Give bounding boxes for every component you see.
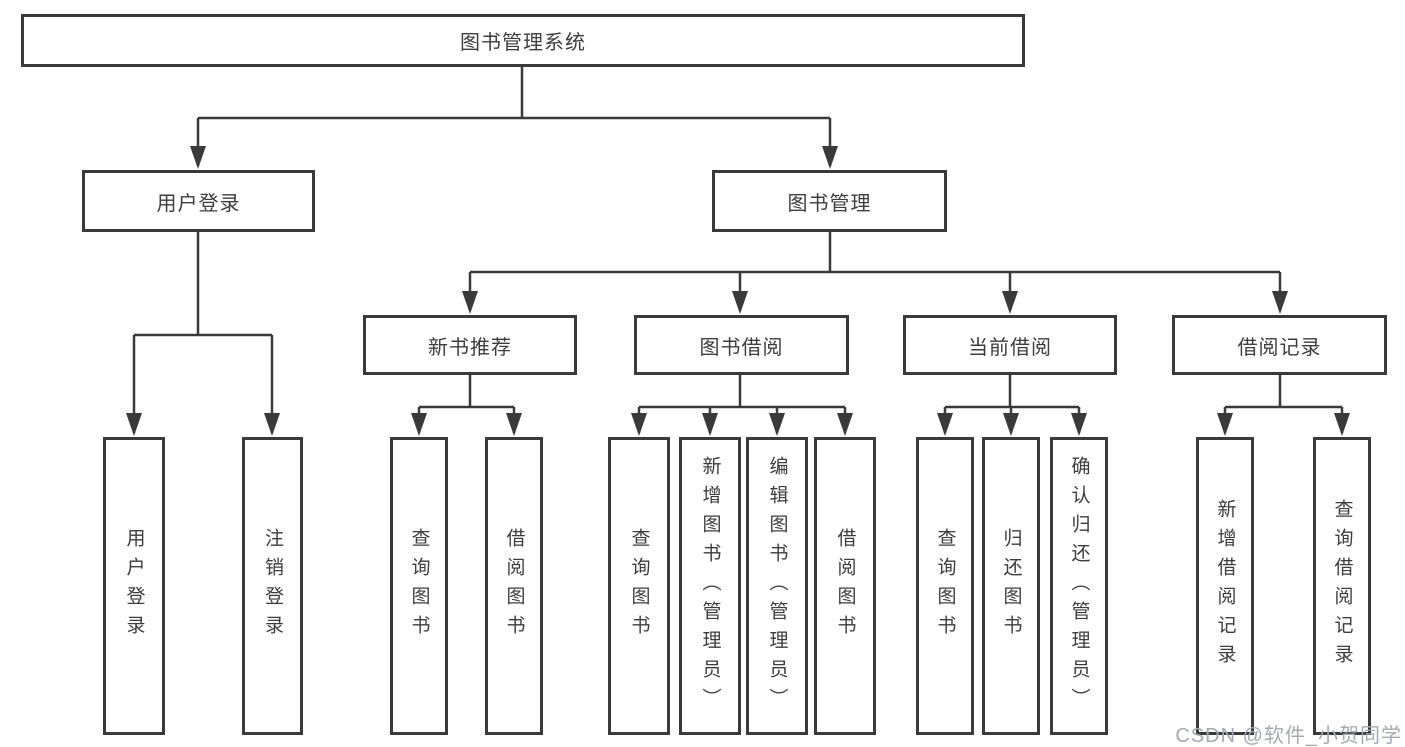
- leaf-label: 归还图书: [1000, 528, 1022, 644]
- leaf-label: 用户登录: [123, 528, 145, 644]
- leaf-label: 注销登录: [262, 528, 283, 644]
- leaf-label: 查询图书: [934, 528, 956, 644]
- node-leaf-borrow-book-2: 借阅图书: [814, 437, 876, 735]
- leaf-label: 编辑图书（管理员）: [766, 455, 788, 717]
- node-leaf-query-book-1: 查询图书: [390, 437, 448, 735]
- leaf-label: 查询图书: [628, 528, 650, 644]
- node-leaf-confirm-return-admin: 确认归还（管理员）: [1050, 437, 1108, 735]
- node-leaf-logout: 注销登录: [242, 437, 303, 735]
- node-leaf-add-borrow-record: 新增借阅记录: [1196, 437, 1254, 735]
- node-leaf-query-borrow-record: 查询借阅记录: [1313, 437, 1371, 735]
- leaf-label: 借阅图书: [834, 528, 856, 644]
- node-leaf-borrow-book-1: 借阅图书: [485, 437, 543, 735]
- node-root-title: 图书管理系统: [21, 14, 1025, 67]
- leaf-label: 新增图书（管理员）: [699, 455, 721, 717]
- node-borrow-records: 借阅记录: [1172, 315, 1387, 375]
- node-leaf-return-book: 归还图书: [982, 437, 1040, 735]
- leaf-label: 确认归还（管理员）: [1068, 455, 1090, 717]
- node-leaf-edit-book-admin: 编辑图书（管理员）: [746, 437, 808, 735]
- node-book-borrow: 图书借阅: [634, 315, 849, 375]
- node-current-borrow: 当前借阅: [903, 315, 1117, 375]
- csdn-watermark: CSDN @软件_小贺同学: [1175, 725, 1402, 747]
- node-leaf-user-login: 用户登录: [103, 437, 165, 735]
- leaf-label: 借阅图书: [503, 528, 525, 644]
- node-new-book-recommend: 新书推荐: [363, 315, 577, 375]
- leaf-label: 新增借阅记录: [1214, 499, 1236, 673]
- node-leaf-add-book-admin: 新增图书（管理员）: [679, 437, 741, 735]
- node-leaf-query-book-3: 查询图书: [916, 437, 974, 735]
- leaf-label: 查询图书: [408, 528, 430, 644]
- node-book-management: 图书管理: [712, 170, 947, 232]
- node-leaf-query-book-2: 查询图书: [608, 437, 670, 735]
- leaf-label: 查询借阅记录: [1331, 499, 1353, 673]
- node-user-login: 用户登录: [82, 170, 315, 232]
